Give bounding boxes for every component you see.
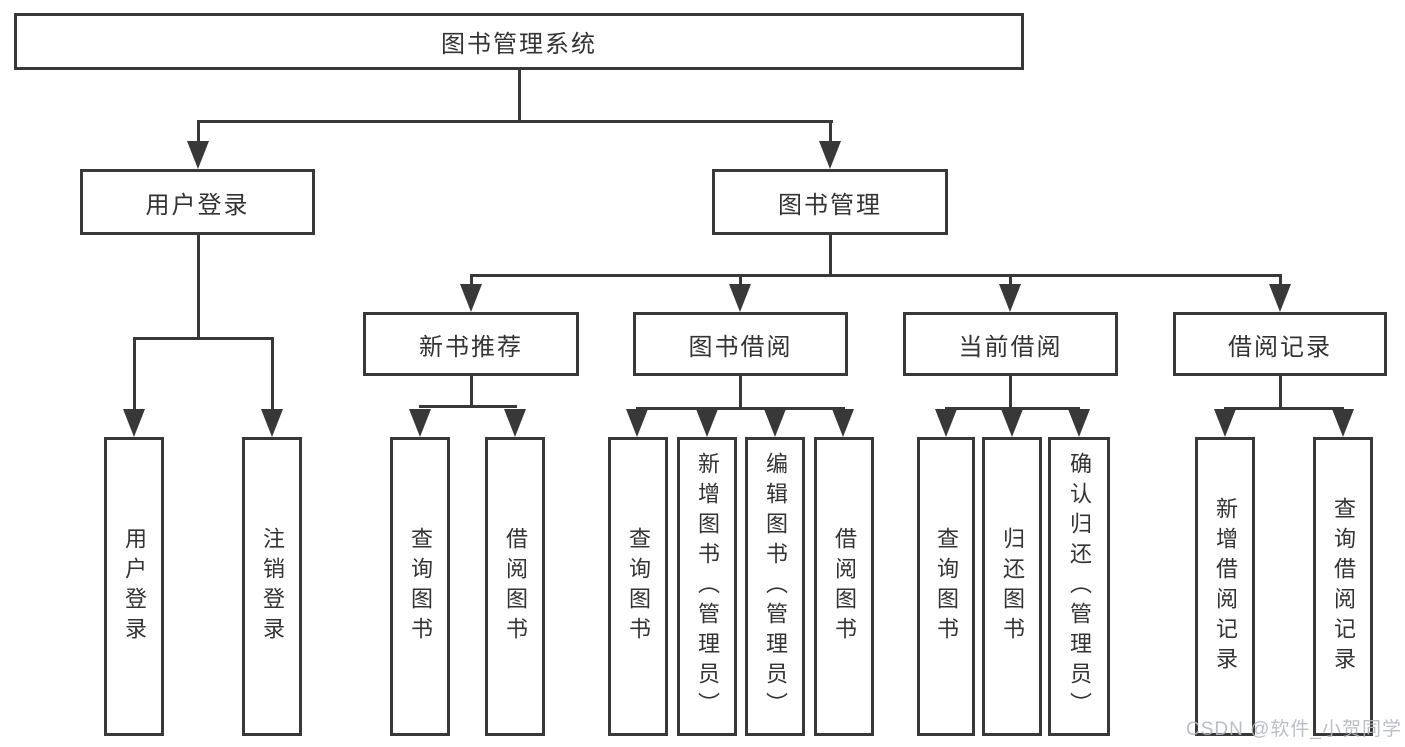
arrow-to-leaf [504,409,526,437]
arrow-to-leaf [832,409,854,437]
node-current-borrow-label: 当前借阅 [958,333,1063,361]
leaf-add-book-admin: 新增图书（管理员） [677,437,737,736]
leaf-query-books-borrow: 查询图书 [608,437,668,736]
connector-rail [419,405,517,408]
leaf-add-book-admin-label: 新增图书（管理员） [695,451,720,722]
connector-user-login-trunk [197,235,200,339]
connector-trunk [739,375,742,409]
arrow-to-leaf [1001,409,1023,437]
arrow-to-leaf [764,409,786,437]
connector-leaf-stem [271,340,274,410]
connector-rail [1224,407,1344,410]
arrow-to-new-book [460,284,482,312]
leaf-return-book: 归还图书 [982,437,1042,736]
arrow-to-borrow-records [1269,284,1291,312]
leaf-query-books-current: 查询图书 [917,437,975,736]
connector-rail [636,407,845,410]
leaf-logout: 注销登录 [242,437,302,736]
connector-trunk [1279,375,1282,409]
connector-user-login-rail [133,337,274,340]
leaf-query-books-current-label: 查询图书 [934,526,959,647]
arrow-to-leaf [1332,409,1354,437]
connector-level3-stem [1009,277,1012,285]
connector-level3-stem [470,277,473,285]
connector-rail [945,407,1080,410]
arrow-to-book-borrow [729,284,751,312]
leaf-add-borrow-record-label: 新增借阅记录 [1213,496,1238,677]
leaf-borrow-books-borrow: 借阅图书 [814,437,874,736]
connector-level3-stem [739,277,742,285]
csdn-watermark: CSDN @软件_小贺同学 [1186,719,1402,740]
arrow-to-leaf [123,409,145,437]
node-book-borrow-label: 图书借阅 [688,333,793,361]
node-library-system-label: 图书管理系统 [441,31,597,58]
arrow-to-leaf [261,409,283,437]
connector-book-mgmt-stem [829,123,832,142]
arrow-to-leaf [409,409,431,437]
leaf-confirm-return-admin: 确认归还（管理员） [1048,437,1110,736]
connector-root-trunk [518,70,521,122]
leaf-edit-book-admin-label: 编辑图书（管理员） [763,451,788,722]
connector-leaf-stem [133,340,136,410]
leaf-add-borrow-record: 新增借阅记录 [1195,437,1255,736]
node-new-book-recommend-label: 新书推荐 [419,333,523,361]
node-library-system: 图书管理系统 [14,13,1024,70]
leaf-query-books-borrow-label: 查询图书 [626,526,651,647]
arrow-to-current-borrow [999,284,1021,312]
arrow-to-book-mgmt [819,141,841,169]
node-current-borrow: 当前借阅 [903,312,1118,376]
arrow-to-leaf [935,409,957,437]
connector-level3-stem [1279,277,1282,285]
leaf-confirm-return-admin-label: 确认归还（管理员） [1067,451,1092,722]
leaf-return-book-label: 归还图书 [1000,526,1025,647]
leaf-borrow-books-borrow-label: 借阅图书 [832,526,857,647]
leaf-user-login: 用户登录 [104,437,164,736]
arrow-to-user-login [187,141,209,169]
leaf-user-login-label: 用户登录 [122,526,147,647]
node-book-borrow: 图书借阅 [633,312,848,376]
node-book-management: 图书管理 [712,169,948,235]
leaf-edit-book-admin: 编辑图书（管理员） [745,437,805,736]
leaf-query-borrow-record: 查询借阅记录 [1313,437,1373,736]
connector-level3-rail [470,274,1282,277]
connector-user-login-stem [197,123,200,142]
node-user-login-label: 用户登录 [145,191,250,219]
node-user-login: 用户登录 [80,169,315,235]
arrow-to-leaf [1068,409,1090,437]
connector-book-mgmt-trunk [829,235,832,276]
arrow-to-leaf [626,409,648,437]
node-borrow-records: 借阅记录 [1173,312,1387,376]
connector-trunk [470,375,473,407]
arrow-to-leaf [696,409,718,437]
connector-trunk [1009,375,1012,409]
leaf-logout-label: 注销登录 [260,526,285,647]
leaf-borrow-books-recommend-label: 借阅图书 [503,526,528,647]
connector-level2-rail [197,120,833,123]
leaf-query-borrow-record-label: 查询借阅记录 [1331,496,1356,677]
node-borrow-records-label: 借阅记录 [1228,333,1332,361]
node-book-management-label: 图书管理 [778,191,882,219]
leaf-query-books-recommend-label: 查询图书 [408,526,433,647]
leaf-borrow-books-recommend: 借阅图书 [485,437,545,736]
arrow-to-leaf [1214,409,1236,437]
leaf-query-books-recommend: 查询图书 [390,437,450,736]
node-new-book-recommend: 新书推荐 [363,312,579,376]
